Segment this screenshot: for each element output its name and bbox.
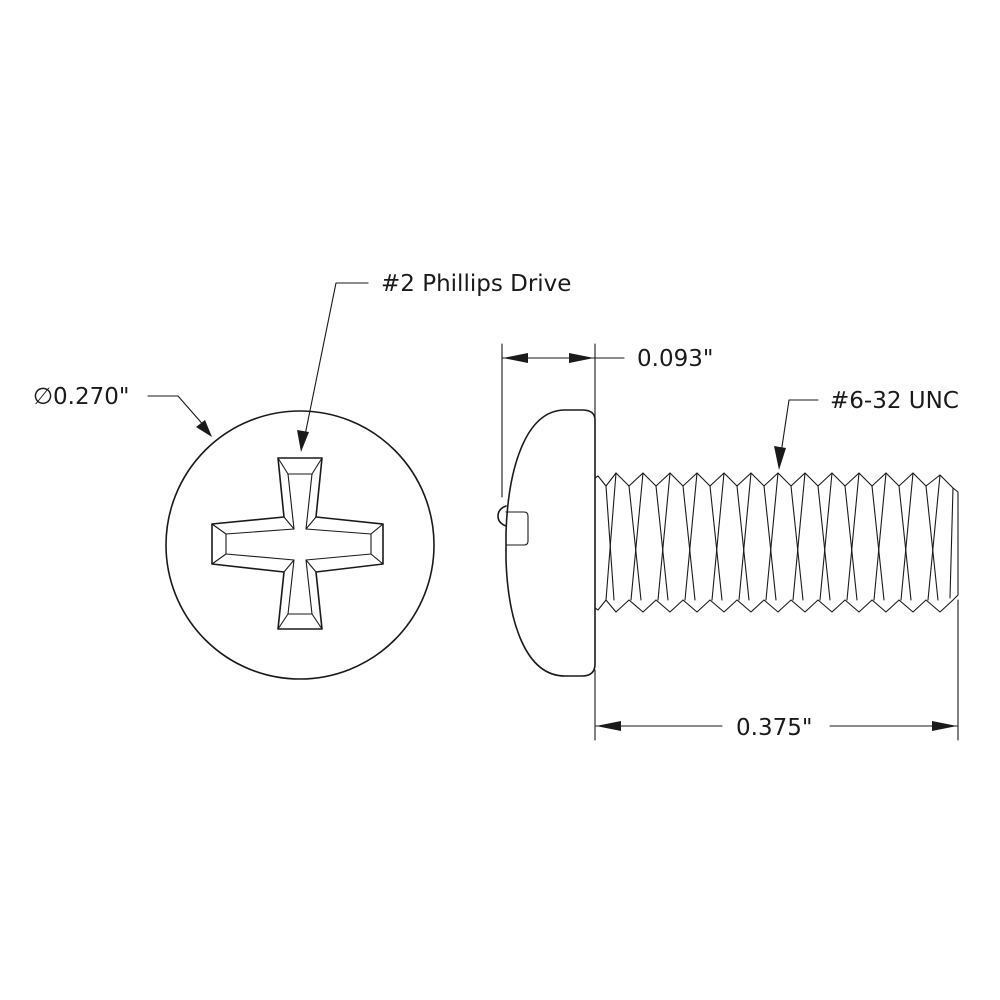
- head-slot-notch: [497, 505, 507, 527]
- phillips-cross-outer: [211, 457, 384, 630]
- recess-facet: [283, 559, 295, 573]
- recess-facet: [370, 523, 384, 535]
- recess-facet: [211, 553, 227, 565]
- head-top-view: ∅0.270" #2 Phillips Drive: [33, 271, 571, 680]
- diameter-leader: [147, 395, 212, 437]
- threaded-shank: [594, 472, 959, 613]
- phillips-cross-inner: [225, 473, 372, 615]
- thread-outer-profile: [594, 472, 959, 613]
- head-height-dimension: [501, 343, 625, 498]
- thread-leader: [774, 399, 819, 470]
- recess-facet: [370, 553, 384, 565]
- recess-facet: [277, 613, 289, 630]
- recess-facet: [311, 457, 323, 475]
- thread-spec-label: #6-32 UNC: [830, 388, 959, 414]
- length-dimension: [594, 599, 959, 741]
- length-label: 0.375": [736, 715, 812, 741]
- recess-facet: [311, 613, 323, 630]
- dim-arrowhead: [596, 721, 621, 731]
- screw-side-view: 0.093" #6-32 UNC 0.375": [497, 343, 959, 741]
- recess-facet: [277, 457, 289, 475]
- head-outline-circle: [165, 410, 435, 680]
- drive-label: #2 Phillips Drive: [381, 271, 571, 297]
- diameter-arrowhead: [196, 420, 212, 437]
- recess-facet: [305, 516, 317, 530]
- recess-facet: [305, 559, 317, 573]
- drive-leader: [297, 282, 369, 452]
- recess-facet: [211, 523, 227, 535]
- head-slot-lines: [505, 511, 529, 546]
- thread-arrowhead: [774, 446, 786, 470]
- head-height-label: 0.093": [637, 346, 713, 372]
- pan-head-profile: [505, 409, 596, 677]
- drive-arrowhead: [297, 430, 309, 452]
- head-diameter-label: ∅0.270": [33, 384, 129, 410]
- dim-arrowhead: [503, 353, 528, 363]
- phillips-recess: [211, 457, 384, 630]
- thread-flank-lines: [605, 472, 954, 601]
- dim-arrowhead: [569, 353, 594, 363]
- dim-arrowhead: [932, 721, 957, 731]
- recess-facet: [283, 516, 295, 530]
